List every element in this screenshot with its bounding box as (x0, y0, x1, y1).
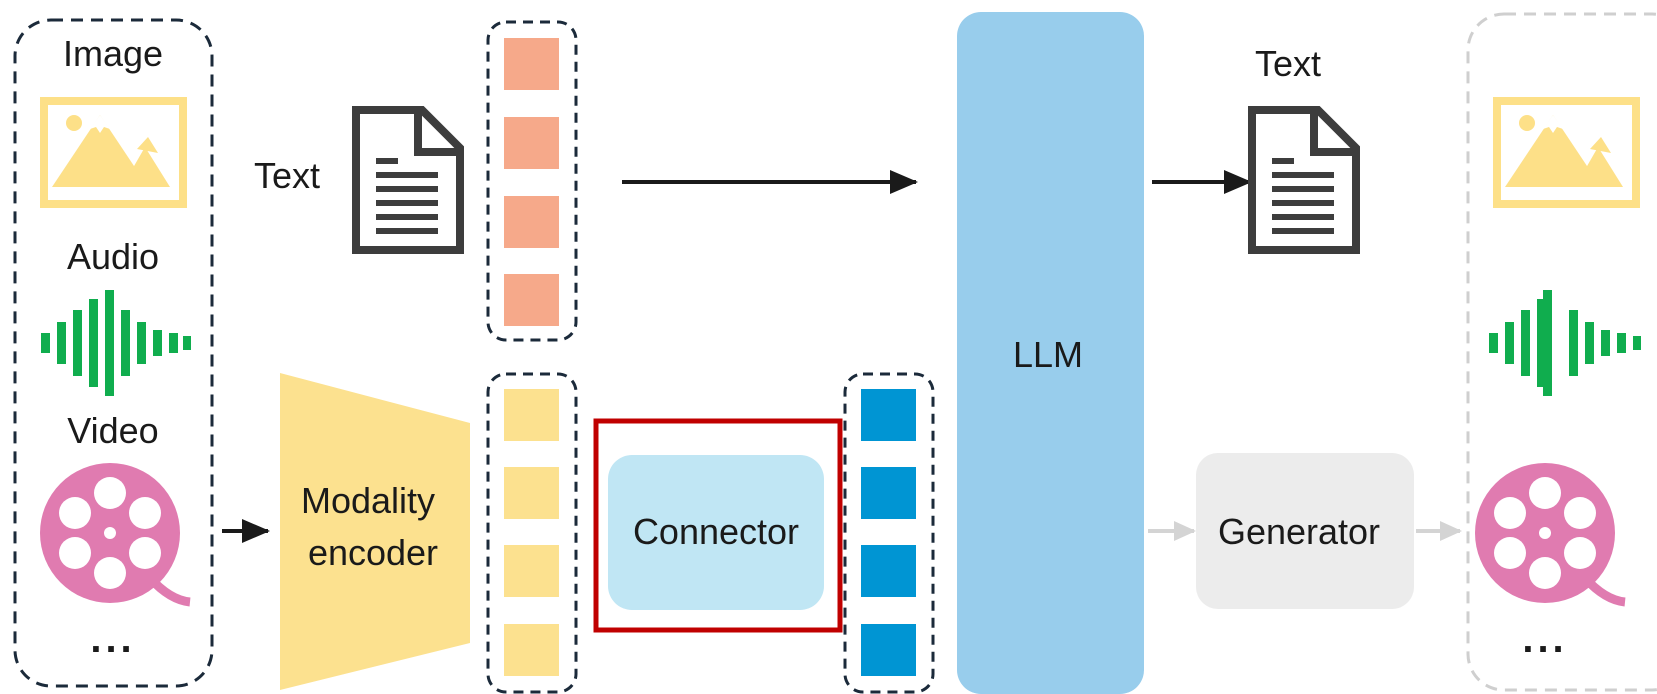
text-token-group (486, 20, 578, 342)
connector-block (608, 455, 824, 610)
text-document-input-icon (352, 106, 464, 254)
text-token (504, 274, 559, 326)
modality-token (504, 467, 559, 519)
text-input-label: Text (254, 155, 320, 196)
connector-token-column (861, 389, 916, 676)
llm-block (957, 12, 1144, 694)
image-icon (40, 97, 187, 208)
modality-encoder-label-line2: encoder (308, 532, 438, 573)
modality-token-group (486, 372, 578, 694)
connector-token-group (843, 372, 935, 694)
more-outputs-ellipsis: ... (1522, 617, 1567, 661)
modality-token (504, 389, 559, 441)
generator-block (1196, 453, 1414, 609)
output-modalities-group (1466, 12, 1657, 692)
connector-token (861, 545, 916, 597)
output-audio-waveform-icon (1489, 290, 1641, 396)
connector-highlight-frame (593, 418, 843, 633)
text-document-output-icon (1248, 106, 1360, 254)
image-input-label: Image (63, 33, 163, 74)
modality-token (504, 624, 559, 676)
modality-token-column (504, 389, 559, 676)
more-inputs-ellipsis: ... (90, 617, 135, 661)
video-input-label: Video (67, 410, 158, 451)
audio-input-label: Audio (67, 236, 159, 277)
modality-encoder-block (280, 373, 470, 690)
modality-token (504, 545, 559, 597)
output-image-icon (1493, 97, 1640, 208)
audio-waveform-icon (41, 290, 191, 396)
modality-encoder-label: Modality encoder (301, 480, 445, 573)
film-reel-icon (40, 463, 191, 607)
generator-label: Generator (1218, 511, 1380, 552)
connector-label: Connector (633, 511, 799, 552)
output-film-reel-icon (1475, 463, 1626, 607)
text-token (504, 196, 559, 248)
connector-token (861, 389, 916, 441)
connector-token (861, 624, 916, 676)
text-token-column (504, 38, 559, 326)
connector-token (861, 467, 916, 519)
llm-label: LLM (1013, 334, 1083, 375)
input-modalities-group (13, 18, 214, 688)
text-output-label: Text (1255, 43, 1321, 84)
text-token (504, 117, 559, 169)
text-token (504, 38, 559, 90)
modality-encoder-label-line1: Modality (301, 480, 435, 521)
